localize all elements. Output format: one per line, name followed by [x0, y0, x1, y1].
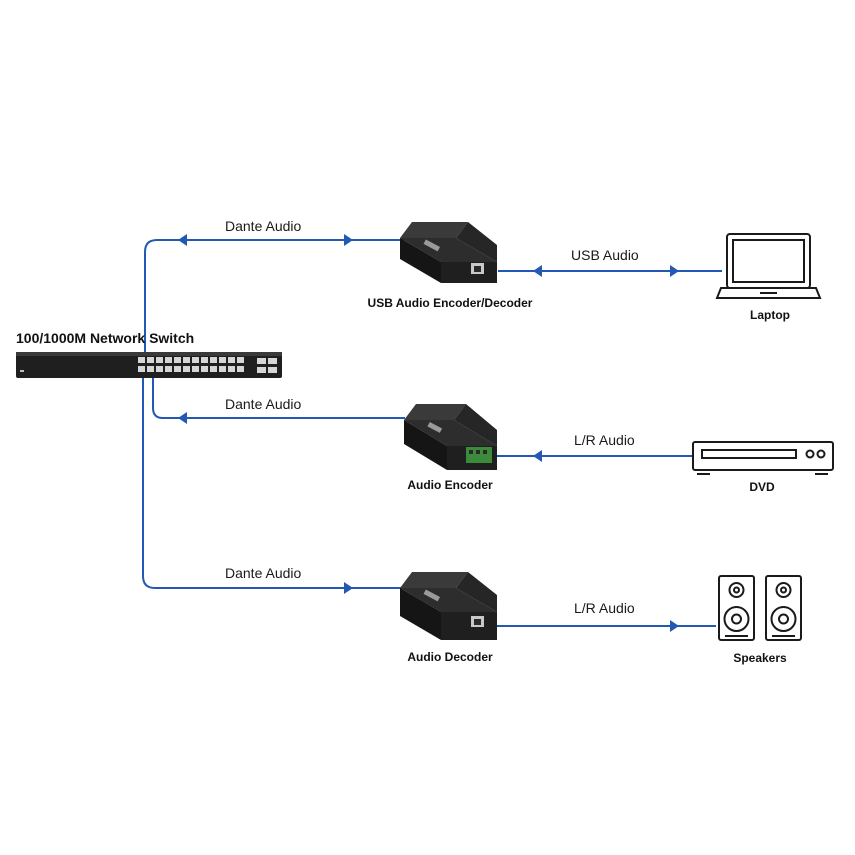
arrow-lr2-right	[670, 620, 679, 632]
device-label-usb-encoder-decoder: USB Audio Encoder/Decoder	[367, 296, 533, 310]
link-label-dante-1: Dante Audio	[225, 218, 302, 234]
arrow-dante1-right	[344, 234, 353, 246]
laptop-icon	[715, 233, 822, 299]
audio-decoder-icon	[400, 572, 497, 640]
link-label-lr-2: L/R Audio	[574, 600, 635, 616]
arrow-usb-right	[670, 265, 679, 277]
device-label-dvd: DVD	[749, 480, 775, 494]
dvd-player-icon	[692, 441, 834, 475]
arrow-dante1-left	[178, 234, 187, 246]
link-label-lr-1: L/R Audio	[574, 432, 635, 448]
link-dante-3	[142, 374, 404, 589]
device-label-laptop: Laptop	[750, 308, 790, 322]
usb-encoder-decoder-icon	[400, 222, 497, 283]
device-label-audio-encoder: Audio Encoder	[407, 478, 493, 492]
network-switch-icon	[16, 352, 282, 378]
link-dante-1	[144, 239, 404, 360]
device-label-speakers: Speakers	[733, 651, 787, 665]
device-label-audio-decoder: Audio Decoder	[407, 650, 493, 664]
audio-encoder-icon	[404, 404, 497, 470]
arrow-dante3-right	[344, 582, 353, 594]
switch-label: 100/1000M Network Switch	[16, 330, 195, 346]
link-label-dante-2: Dante Audio	[225, 396, 302, 412]
arrow-dante2-left	[178, 412, 187, 424]
arrow-usb-left	[533, 265, 542, 277]
link-label-dante-3: Dante Audio	[225, 565, 302, 581]
arrow-lr1-left	[533, 450, 542, 462]
speakers-icon	[718, 575, 802, 641]
link-label-usb-audio: USB Audio	[571, 247, 639, 263]
link-dante-2	[152, 370, 405, 419]
